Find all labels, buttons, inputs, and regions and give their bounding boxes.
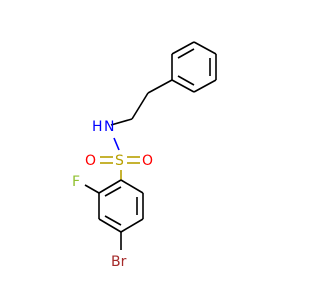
bond (113, 137, 120, 151)
bond (193, 79, 217, 93)
structure-svg: H N S O O F Br (72, 41, 217, 270)
phenyl-ring (171, 41, 217, 93)
double-bond (104, 186, 122, 197)
bond (171, 41, 195, 55)
oxygen-left-label: O (85, 153, 96, 169)
bond (98, 218, 122, 233)
bond (120, 218, 144, 233)
double-bond (104, 215, 122, 226)
bond (98, 179, 122, 194)
halophenyl-ring (98, 179, 144, 233)
oxygen-right-label: O (142, 153, 153, 169)
double-bond-s-o-left (100, 156, 113, 164)
double-bond (177, 75, 195, 86)
double-bond (177, 48, 195, 59)
molecule-diagram: H N S O O F Br (72, 41, 217, 270)
ethyl-chain (131, 79, 173, 120)
bond (193, 41, 217, 55)
bond (131, 92, 149, 120)
nitrogen-label: H (92, 119, 103, 135)
bond (84, 184, 100, 194)
bond (110, 118, 133, 126)
sulfur-label: S (115, 153, 124, 169)
double-bond-s-o-right (127, 156, 140, 164)
fluorine-label: F (72, 174, 80, 190)
bond (171, 79, 195, 93)
bromine-label: Br (111, 254, 127, 270)
bond (120, 179, 144, 194)
bond (147, 79, 173, 94)
nitrogen-label: N (104, 119, 114, 135)
